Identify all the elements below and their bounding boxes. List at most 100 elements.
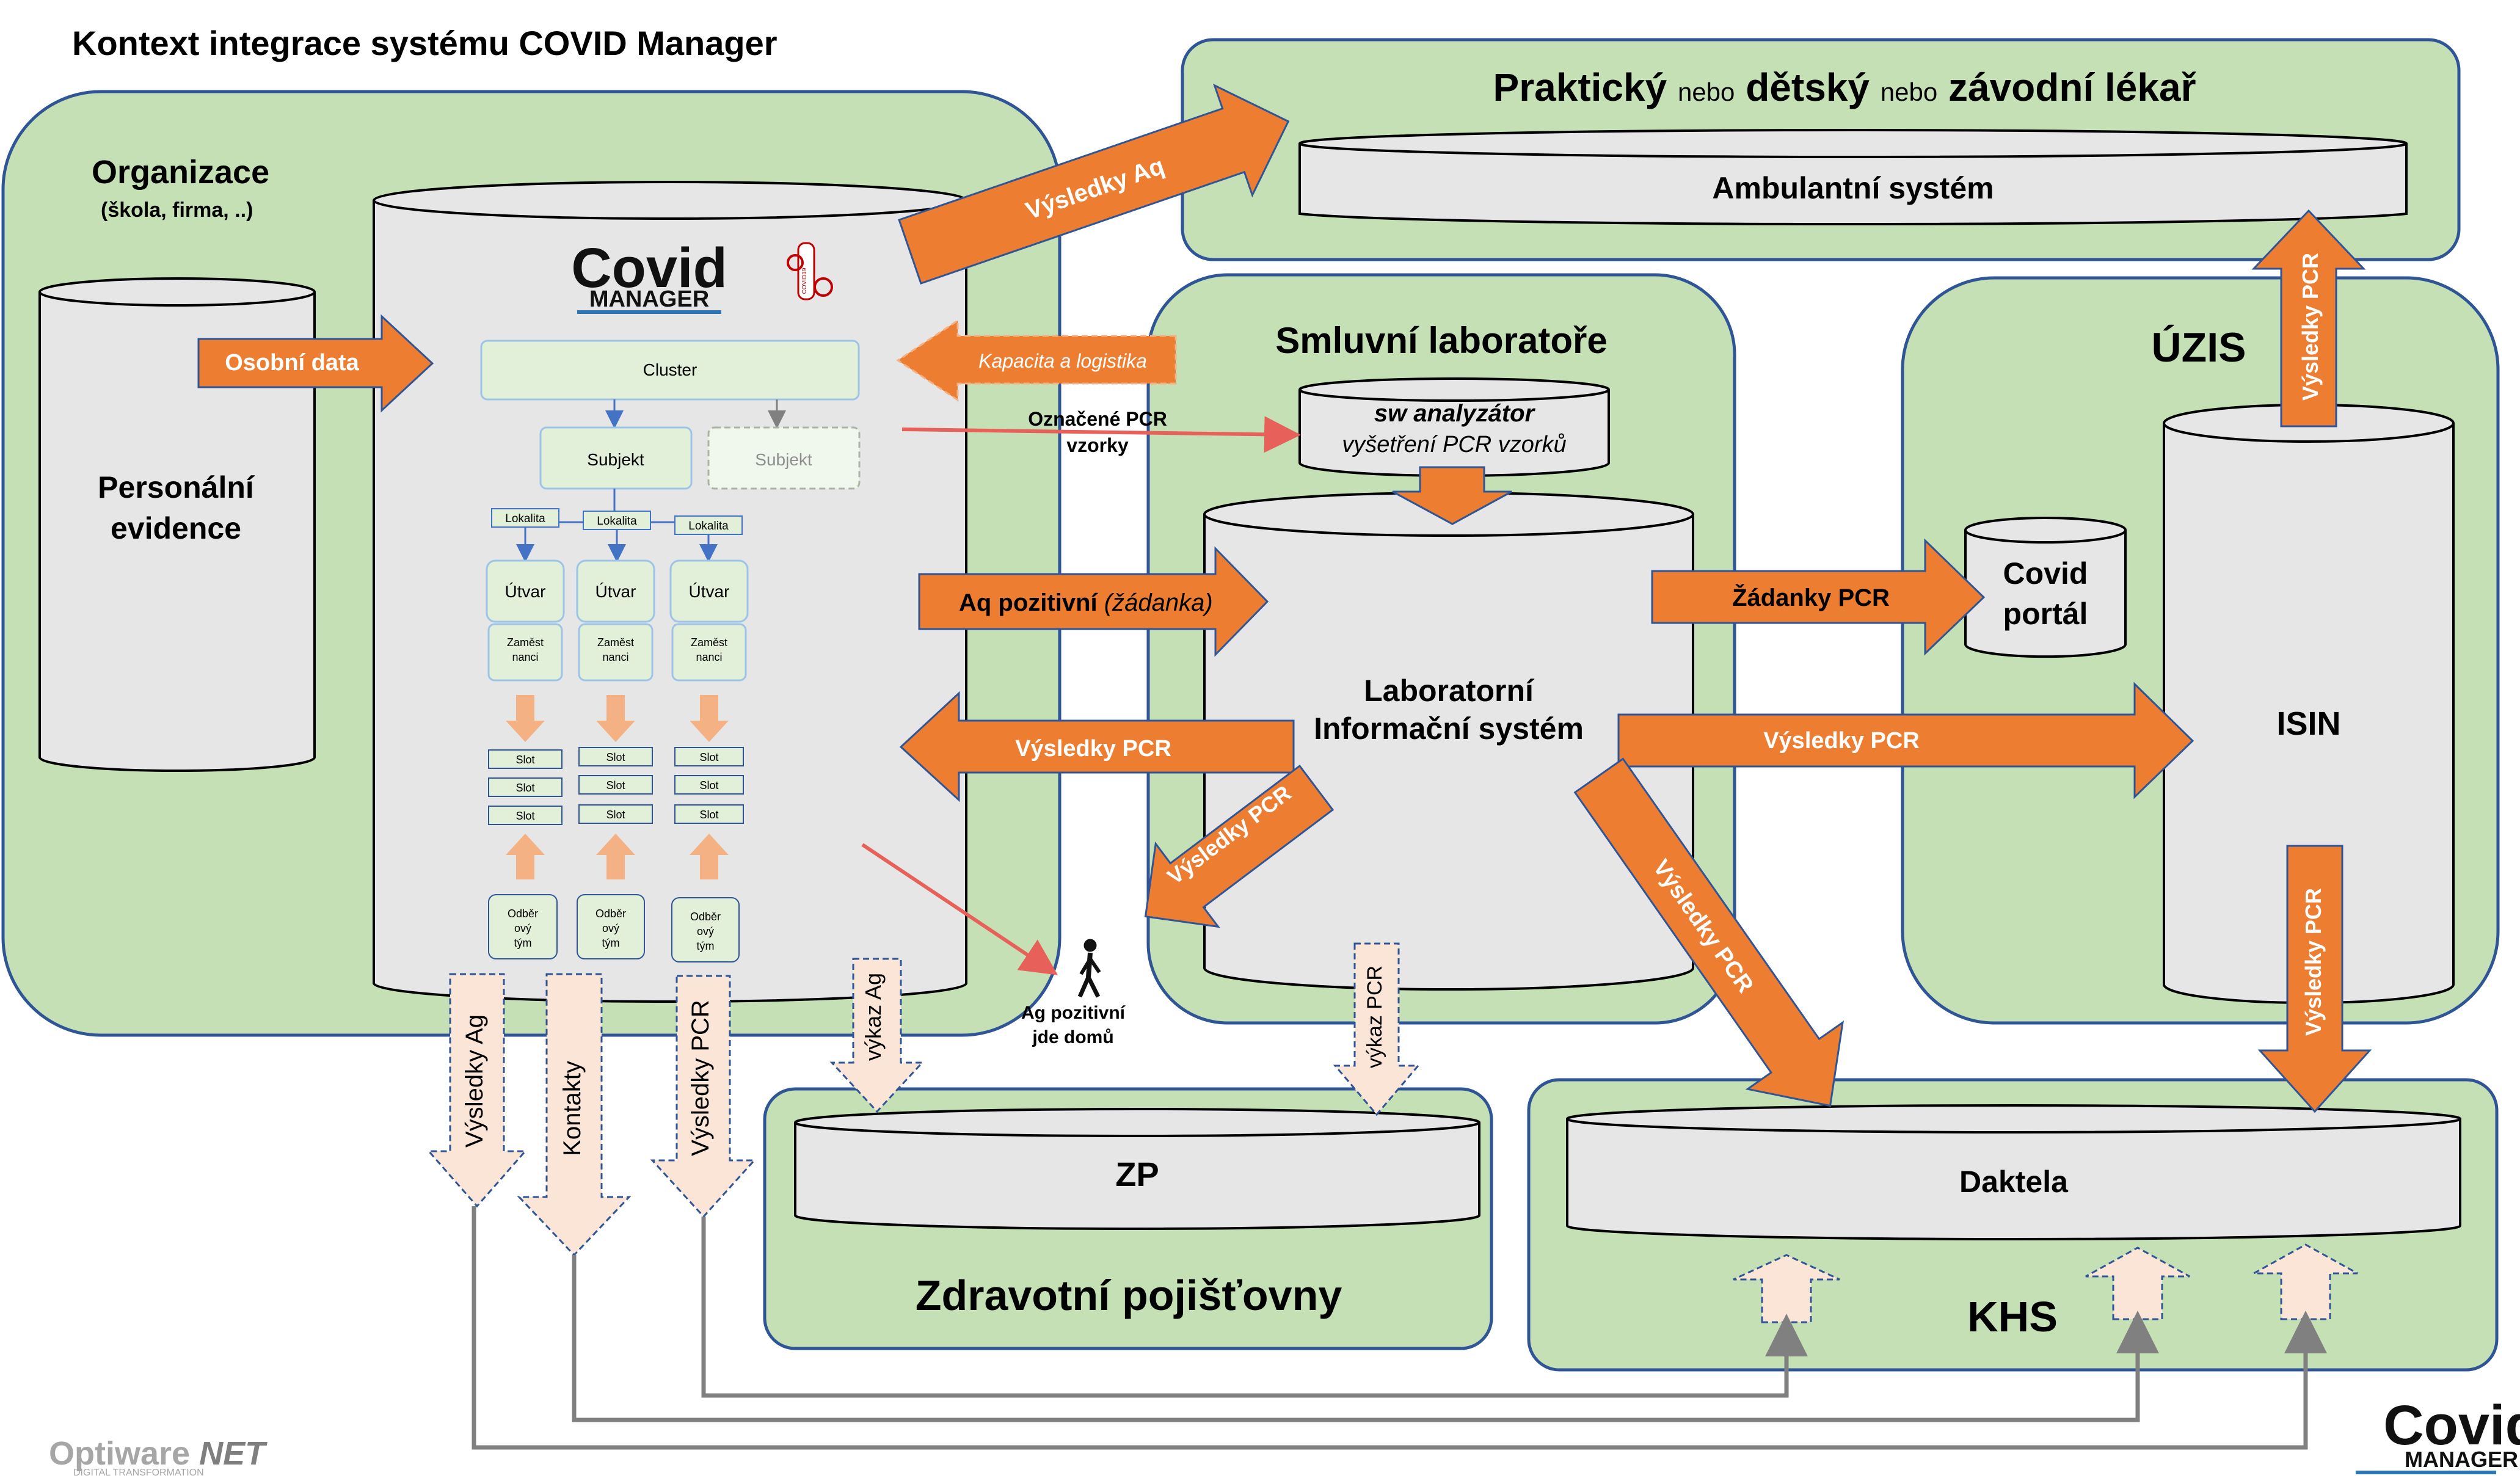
diagram-title: Kontext integrace systému COVID Manager — [72, 24, 777, 62]
lekar-title: Praktický nebo dětský nebo závodní lékař — [1493, 65, 2196, 109]
arrow-kapacita-label: Kapacita a logistika — [978, 350, 1147, 372]
arrow-kapacita — [896, 319, 1177, 402]
arrow-aq-pozitivni-label: Aq pozitivní (žádanka) — [959, 589, 1213, 616]
person-walking-icon — [1077, 939, 1101, 998]
personal-evidence-line1: Personální — [98, 470, 255, 504]
odber-1a: Odběr — [508, 908, 538, 920]
arrow-up-daktela-3 — [2253, 1243, 2358, 1320]
daktela-cylinder — [1566, 1104, 2461, 1240]
covid-manager-logo: Covid MANAGER — [571, 237, 727, 314]
zp-cylinder — [794, 1108, 1480, 1230]
optiware-sub: DIGITAL TRANSFORMATION — [73, 1468, 204, 1478]
slot-1c: Slot — [515, 810, 534, 822]
analyzer-line1: sw analyzátor — [1374, 400, 1536, 427]
arrow-vysledky-pcr-up-label: Výsledky PCR — [2298, 253, 2323, 401]
zp-title: Zdravotní pojišťovny — [916, 1272, 1342, 1319]
covid-test-tube-icon: COVID19 — [787, 242, 833, 300]
zamestnanci-2a: Zaměst — [597, 636, 634, 649]
arrow-vysledky-pcr-dl-label: Výsledky PCR — [687, 1000, 714, 1156]
slot-1b: Slot — [515, 782, 534, 794]
column-2: Lokalita Útvar Zaměst nanci Slot Slot Sl… — [576, 511, 655, 959]
analyzer-line2: vyšetření PCR vzorků — [1342, 432, 1566, 457]
subjekt-ghost-label: Subjekt — [755, 450, 812, 469]
zamestnanci-3a: Zaměst — [691, 636, 727, 649]
lis-line2: Informační systém — [1314, 711, 1584, 746]
footer-covid-manager-logo: Covid MANAGER — [2356, 1394, 2520, 1474]
subjekt-ghost-box — [707, 426, 861, 490]
arrow-vysledky-pcr-left — [899, 691, 1295, 802]
slot-2c: Slot — [606, 809, 625, 821]
isin-label: ISIN — [2276, 705, 2340, 742]
connector-ag-daktela — [472, 1206, 2327, 1450]
odber-3a: Odběr — [690, 911, 721, 923]
arrow-vysledky-pcr-left-label: Výsledky PCR — [1015, 736, 1171, 762]
label-oznacene-2: vzorky — [1066, 434, 1129, 456]
cm-logo-manager: MANAGER — [589, 286, 709, 312]
slot-3c: Slot — [699, 809, 718, 821]
connector-pcr-daktela — [701, 1217, 1808, 1398]
arrow-vysledky-ag-down-label: Výsledky Ag — [461, 1014, 488, 1148]
arrow-vykaz-ag-label: výkaz Ag — [861, 973, 886, 1061]
label-oznacene-1: Označené PCR — [1028, 408, 1167, 430]
lokalita-3: Lokalita — [688, 520, 729, 533]
utvar-1: Útvar — [505, 582, 546, 601]
arrow-vysledky-pcr-down — [2257, 845, 2372, 1113]
covid-portal-line1: Covid — [2003, 556, 2088, 591]
subjekt-box — [539, 426, 693, 490]
arrow-zadanky-pcr-label: Žádanky PCR — [1732, 583, 1890, 611]
slot-1a: Slot — [515, 754, 534, 766]
arrow-kontakty-down: Kontakty — [517, 973, 632, 1257]
optiware-logo: Optiware NET DIGITAL TRANSFORMATION — [49, 1435, 268, 1478]
uzis-title: ÚZIS — [2152, 324, 2246, 371]
arrow-osobni-data — [197, 314, 434, 413]
odber-2a: Odběr — [595, 908, 626, 920]
subjekt-label: Subjekt — [587, 450, 644, 469]
arrow-up-daktela-1 — [1733, 1254, 1840, 1323]
cluster-box — [480, 340, 860, 401]
connector-kontakty-daktela — [572, 1255, 2159, 1422]
line-oznacene-pcr — [901, 416, 1301, 453]
arrow-vykaz-pcr-down: výkaz PCR — [1333, 942, 1421, 1116]
person-label-1: Ag pozitivní — [1021, 1003, 1126, 1023]
zamestnanci-2b: nanci — [602, 651, 628, 663]
arrow-analyzer-lis — [1392, 466, 1512, 525]
arrow-vysledky-ag-down: Výsledky Ag — [426, 973, 528, 1208]
personal-evidence-line2: evidence — [111, 511, 241, 545]
arrow-vykaz-ag-down: výkaz Ag — [829, 958, 925, 1113]
lokalita-2: Lokalita — [597, 515, 637, 528]
arrow-vysledky-pcr-isin — [1617, 682, 2194, 799]
slot-2b: Slot — [606, 779, 625, 791]
personal-evidence-cylinder — [38, 277, 316, 772]
odber-3b: ový — [697, 925, 714, 937]
line-to-person — [861, 843, 1058, 975]
slot-3a: Slot — [699, 751, 718, 763]
arrow-vysledky-pcr-down-left: Výsledky PCR — [650, 975, 757, 1218]
optiware-text: Optiware NET — [49, 1435, 268, 1472]
column-1: Lokalita Útvar Zaměst nanci Slot Slot Sl… — [486, 508, 565, 959]
odber-2c: tým — [602, 937, 620, 949]
arrow-up-daktela-2 — [2085, 1246, 2190, 1320]
person-label-2: jde domů — [1032, 1027, 1113, 1047]
laboratore-title: Smluvní laboratoře — [1275, 320, 1607, 361]
odber-2b: ový — [602, 922, 619, 934]
cm-logo-covid: Covid — [571, 237, 727, 299]
covid-portal-cylinder — [1964, 517, 2127, 658]
ambulantni-system-cylinder — [1298, 129, 2408, 226]
arrow-osobni-data-label: Osobní data — [225, 350, 359, 376]
khs-title: KHS — [1967, 1293, 2058, 1341]
lis-line1: Laboratorní — [1364, 674, 1535, 708]
arrow-vysledky-pcr-isin-label: Výsledky PCR — [1763, 728, 1920, 754]
analyzer-cylinder — [1298, 377, 1610, 477]
ambulantni-system-label: Ambulantní systém — [1712, 171, 1994, 205]
arrow-vykaz-pcr-label: výkaz PCR — [1363, 966, 1386, 1068]
slot-3b: Slot — [699, 779, 718, 791]
column-3: Lokalita Útvar Zaměst nanci Slot Slot Sl… — [669, 515, 749, 962]
zamestnanci-1b: nanci — [512, 651, 538, 663]
footer-logo-manager: MANAGER — [2405, 1447, 2518, 1472]
organizace-title: Organizace — [92, 154, 269, 191]
covid-badge-text: COVID19 — [801, 267, 808, 294]
odber-1b: ový — [514, 922, 531, 934]
arrow-kontakty-label: Kontakty — [559, 1061, 586, 1156]
